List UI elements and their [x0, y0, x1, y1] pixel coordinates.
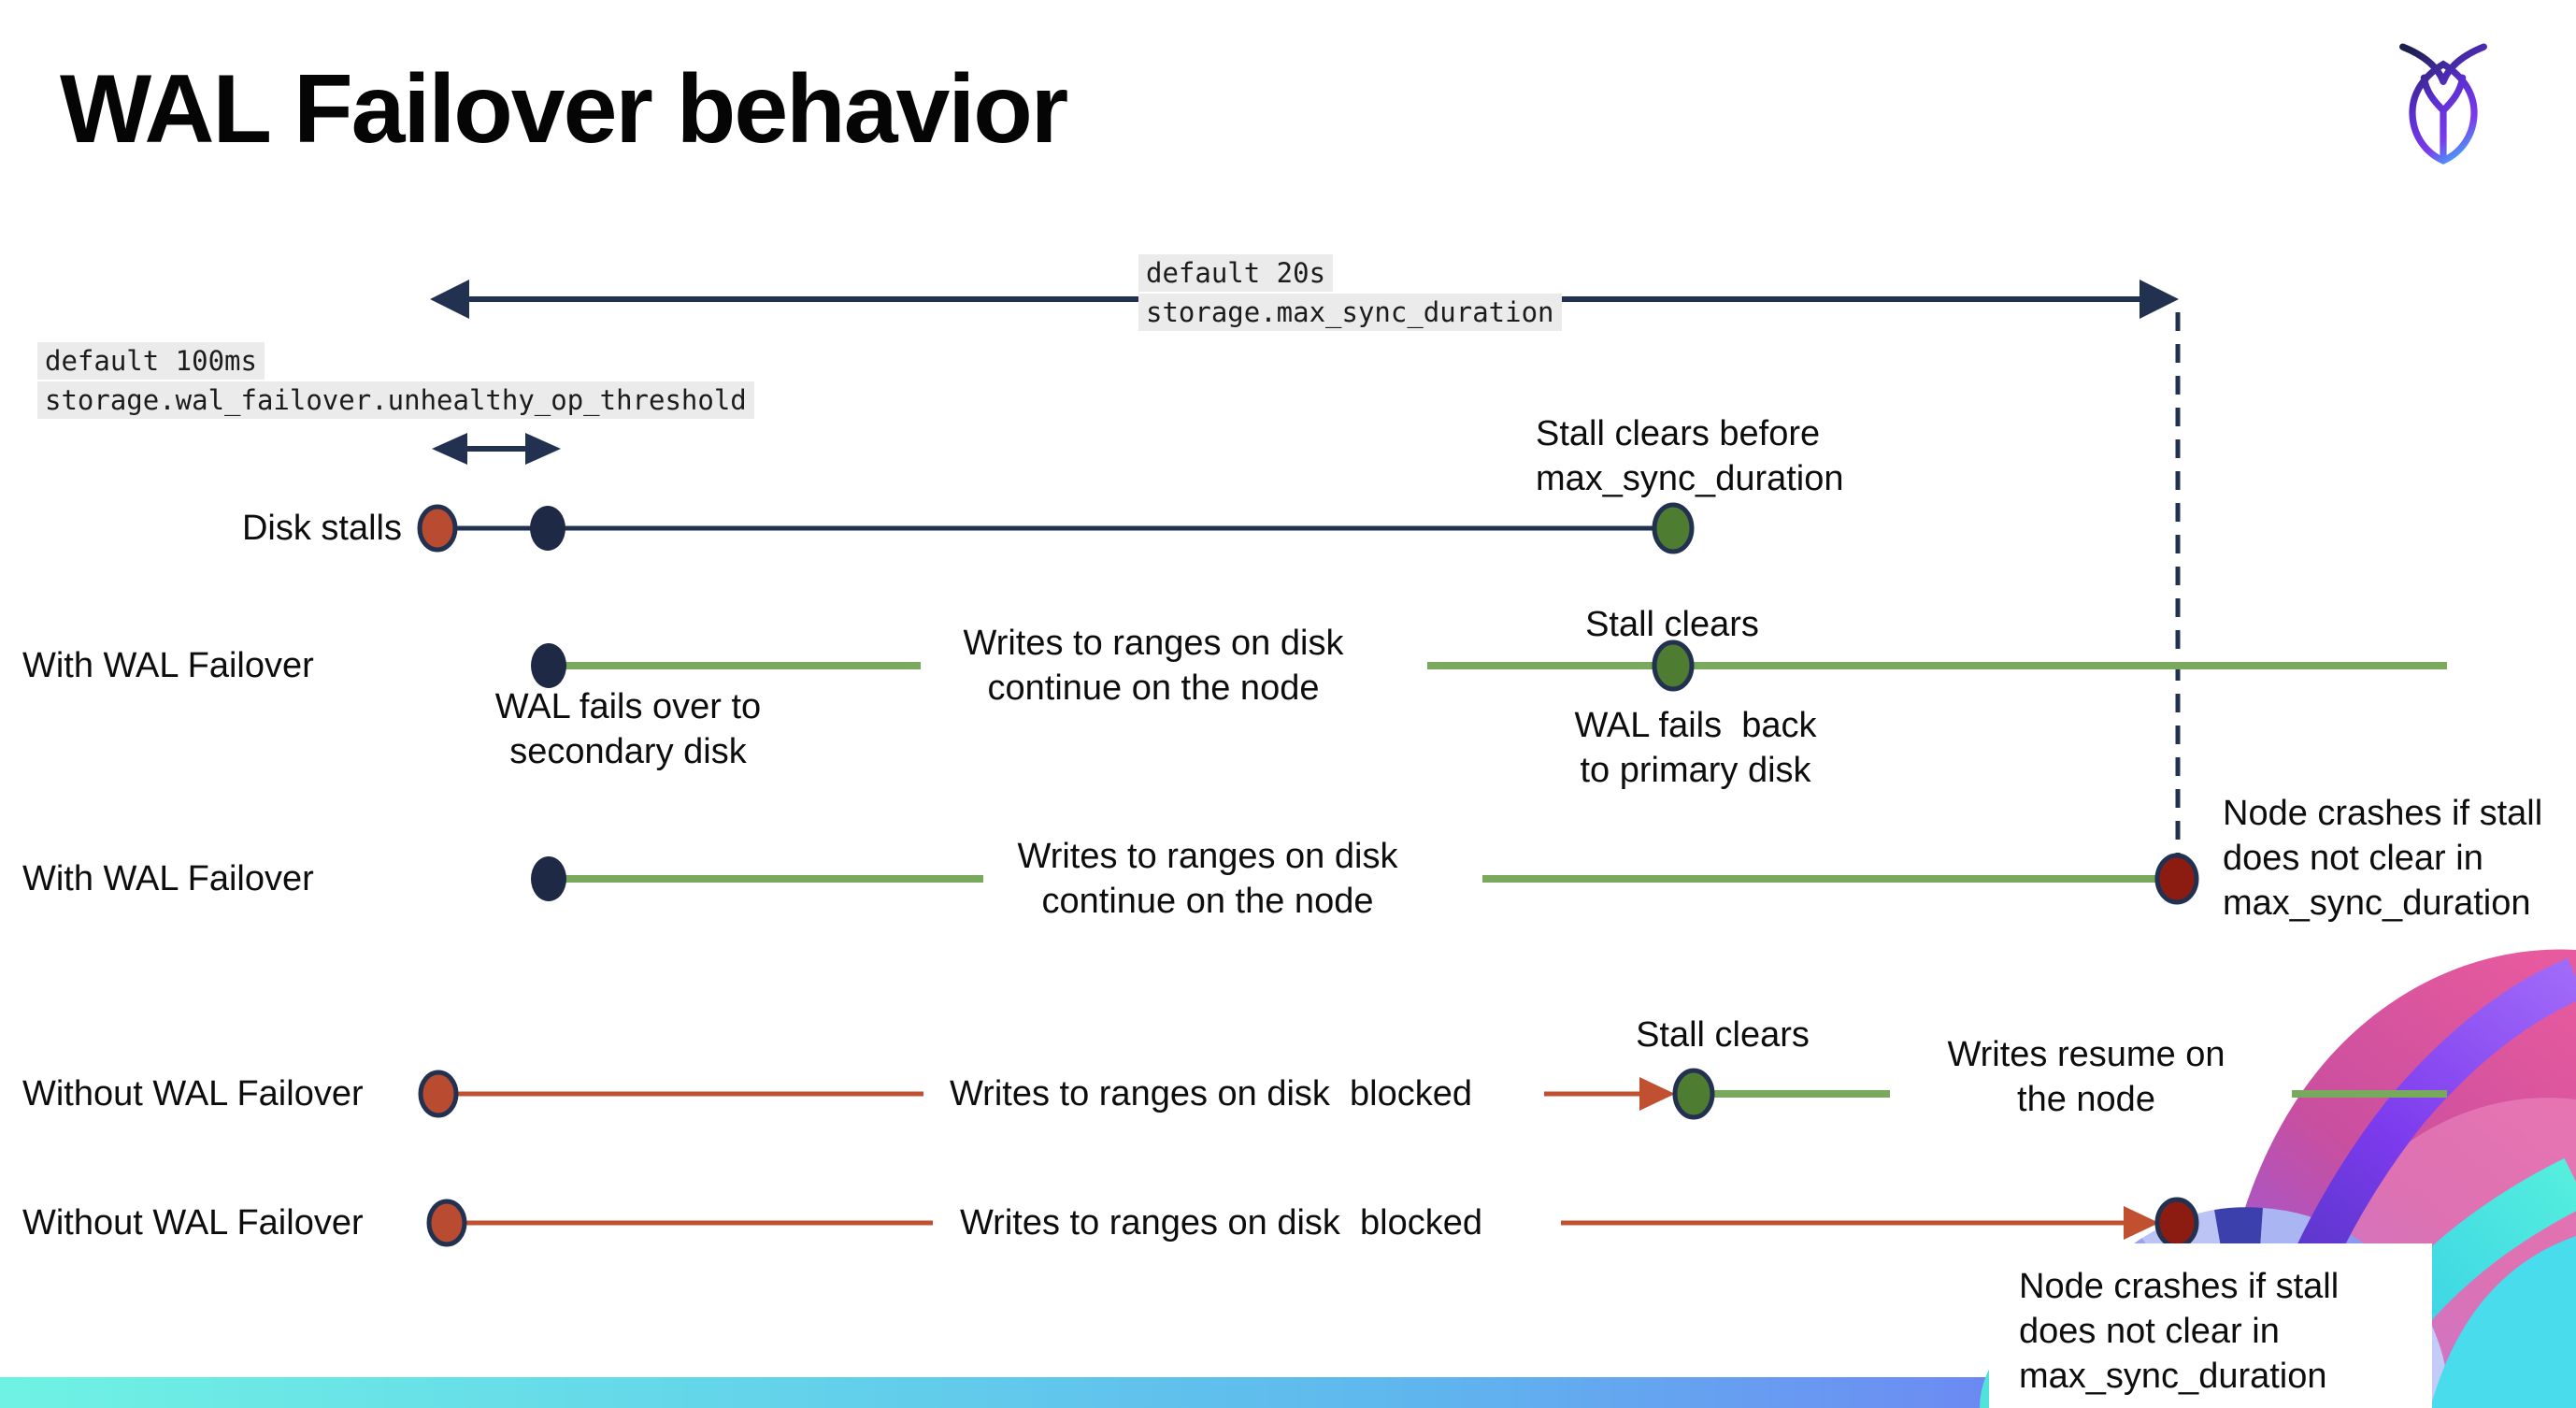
note-wal-fails-over: WAL fails over to secondary disk	[494, 687, 762, 771]
note-writes-continue-1: Writes to ranges on disk continue on the…	[963, 624, 1344, 708]
row-label-without-wal-failover-1: Without WAL Failover	[22, 1074, 364, 1113]
row-with-wal-failover-2	[531, 853, 2199, 905]
unhealthy-op-threshold-label: default 100ms storage.wal_failover.unhea…	[37, 342, 754, 419]
note-stall-clears-mid: Stall clears	[1585, 605, 1759, 644]
red-arrowhead	[2124, 1206, 2159, 1240]
crash-dot	[2154, 853, 2199, 905]
stall-start-dot	[417, 504, 458, 553]
note-stall-clears-before: Stall clears before max_sync_duration	[1536, 414, 1844, 498]
threshold-arrow	[432, 433, 561, 465]
note-writes-blocked-2: Writes to ranges on disk blocked	[960, 1203, 1483, 1243]
note-writes-resume: Writes resume on the node	[1947, 1035, 2225, 1119]
row-without-wal-failover-2	[426, 1197, 2199, 1249]
max-sync-setting-name: storage.max_sync_duration	[1138, 294, 1562, 331]
cockroachdb-logo	[2399, 43, 2487, 165]
logo-antenna-right	[2440, 43, 2487, 85]
row-without-wal-failover-1	[418, 1068, 2447, 1120]
row-label-with-wal-failover-2: With WAL Failover	[22, 859, 314, 898]
note-node-crashes-top: Node crashes if stall does not clear in …	[2223, 794, 2543, 923]
note-wal-fails-back: WAL fails back to primary disk	[1574, 706, 1817, 790]
threshold-default-value: default 100ms	[37, 342, 265, 380]
crash-callout-box: Node crashes if stall does not clear in …	[1989, 1243, 2432, 1408]
row-label-with-wal-failover-1: With WAL Failover	[22, 646, 314, 685]
stall-clears-dot	[1652, 639, 1695, 692]
row-label-without-wal-failover-2: Without WAL Failover	[22, 1203, 364, 1243]
threshold-setting-name: storage.wal_failover.unhealthy_op_thresh…	[37, 381, 754, 419]
note-writes-blocked-1: Writes to ranges on disk blocked	[950, 1074, 1473, 1113]
art-cyan-corner	[2430, 1236, 2576, 1408]
stall-start-dot	[426, 1199, 467, 1247]
note-writes-continue-2: Writes to ranges on disk continue on the…	[1017, 837, 1398, 921]
row-label-disk-stalls: Disk stalls	[241, 509, 402, 548]
row-with-wal-failover-1	[531, 639, 2447, 692]
max-sync-default-value: default 20s	[1138, 254, 1334, 292]
failover-dot	[531, 856, 566, 901]
page-title: WAL Failover behavior	[60, 55, 1068, 164]
stall-start-dot	[418, 1070, 459, 1118]
threshold-dot	[530, 506, 565, 551]
red-arrowhead	[1639, 1077, 1675, 1111]
note-stall-clears-bottom: Stall clears	[1636, 1015, 1810, 1055]
max-sync-duration-label: default 20s storage.max_sync_duration	[1138, 254, 1562, 331]
failover-dot	[531, 643, 566, 688]
crash-dot	[2154, 1197, 2199, 1249]
note-node-crashes-bottom: Node crashes if stall does not clear in …	[2019, 1267, 2340, 1396]
logo-inner-y	[2420, 74, 2467, 165]
stall-clears-dot	[1672, 1068, 1715, 1120]
row-disk-stalls	[417, 502, 1695, 554]
stall-clears-dot	[1652, 502, 1695, 554]
